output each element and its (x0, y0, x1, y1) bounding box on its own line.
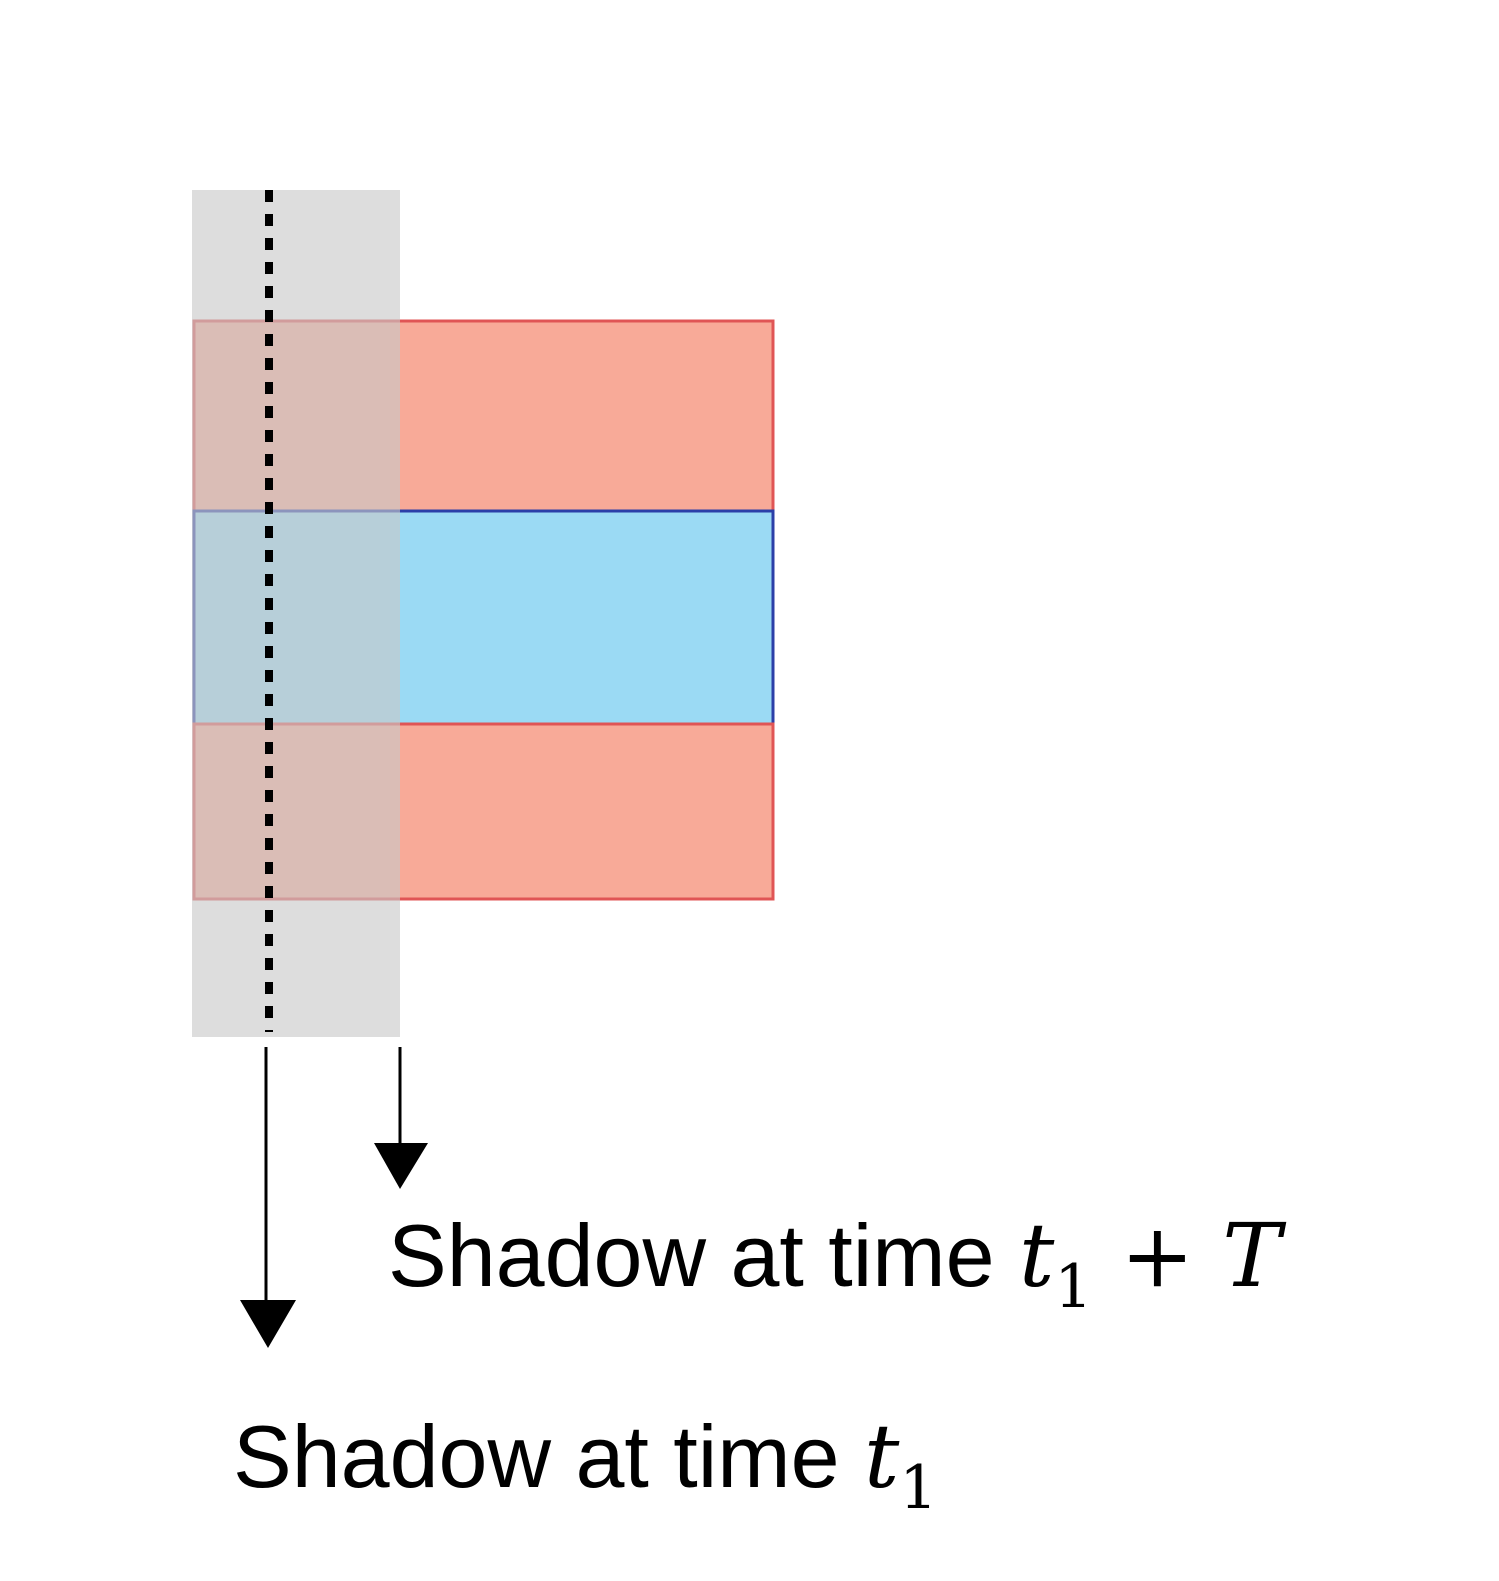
label-shadow-t1: Shadow at time t1 (233, 1413, 938, 1519)
label-prefix: Shadow at time (388, 1206, 1019, 1305)
label-sub: 1 (1054, 1252, 1093, 1322)
label-sub: 1 (899, 1453, 938, 1523)
label-var: t (1019, 1204, 1055, 1307)
label-suffix: + T (1092, 1204, 1281, 1307)
label-var: t (864, 1405, 900, 1508)
arrowhead-t1-plus-T-icon (374, 1143, 428, 1189)
label-prefix: Shadow at time (233, 1407, 864, 1506)
arrowhead-t1-icon (240, 1300, 296, 1348)
label-shadow-t1-plus-T: Shadow at time t1 + T (388, 1212, 1281, 1318)
shadow-band (192, 190, 400, 1037)
